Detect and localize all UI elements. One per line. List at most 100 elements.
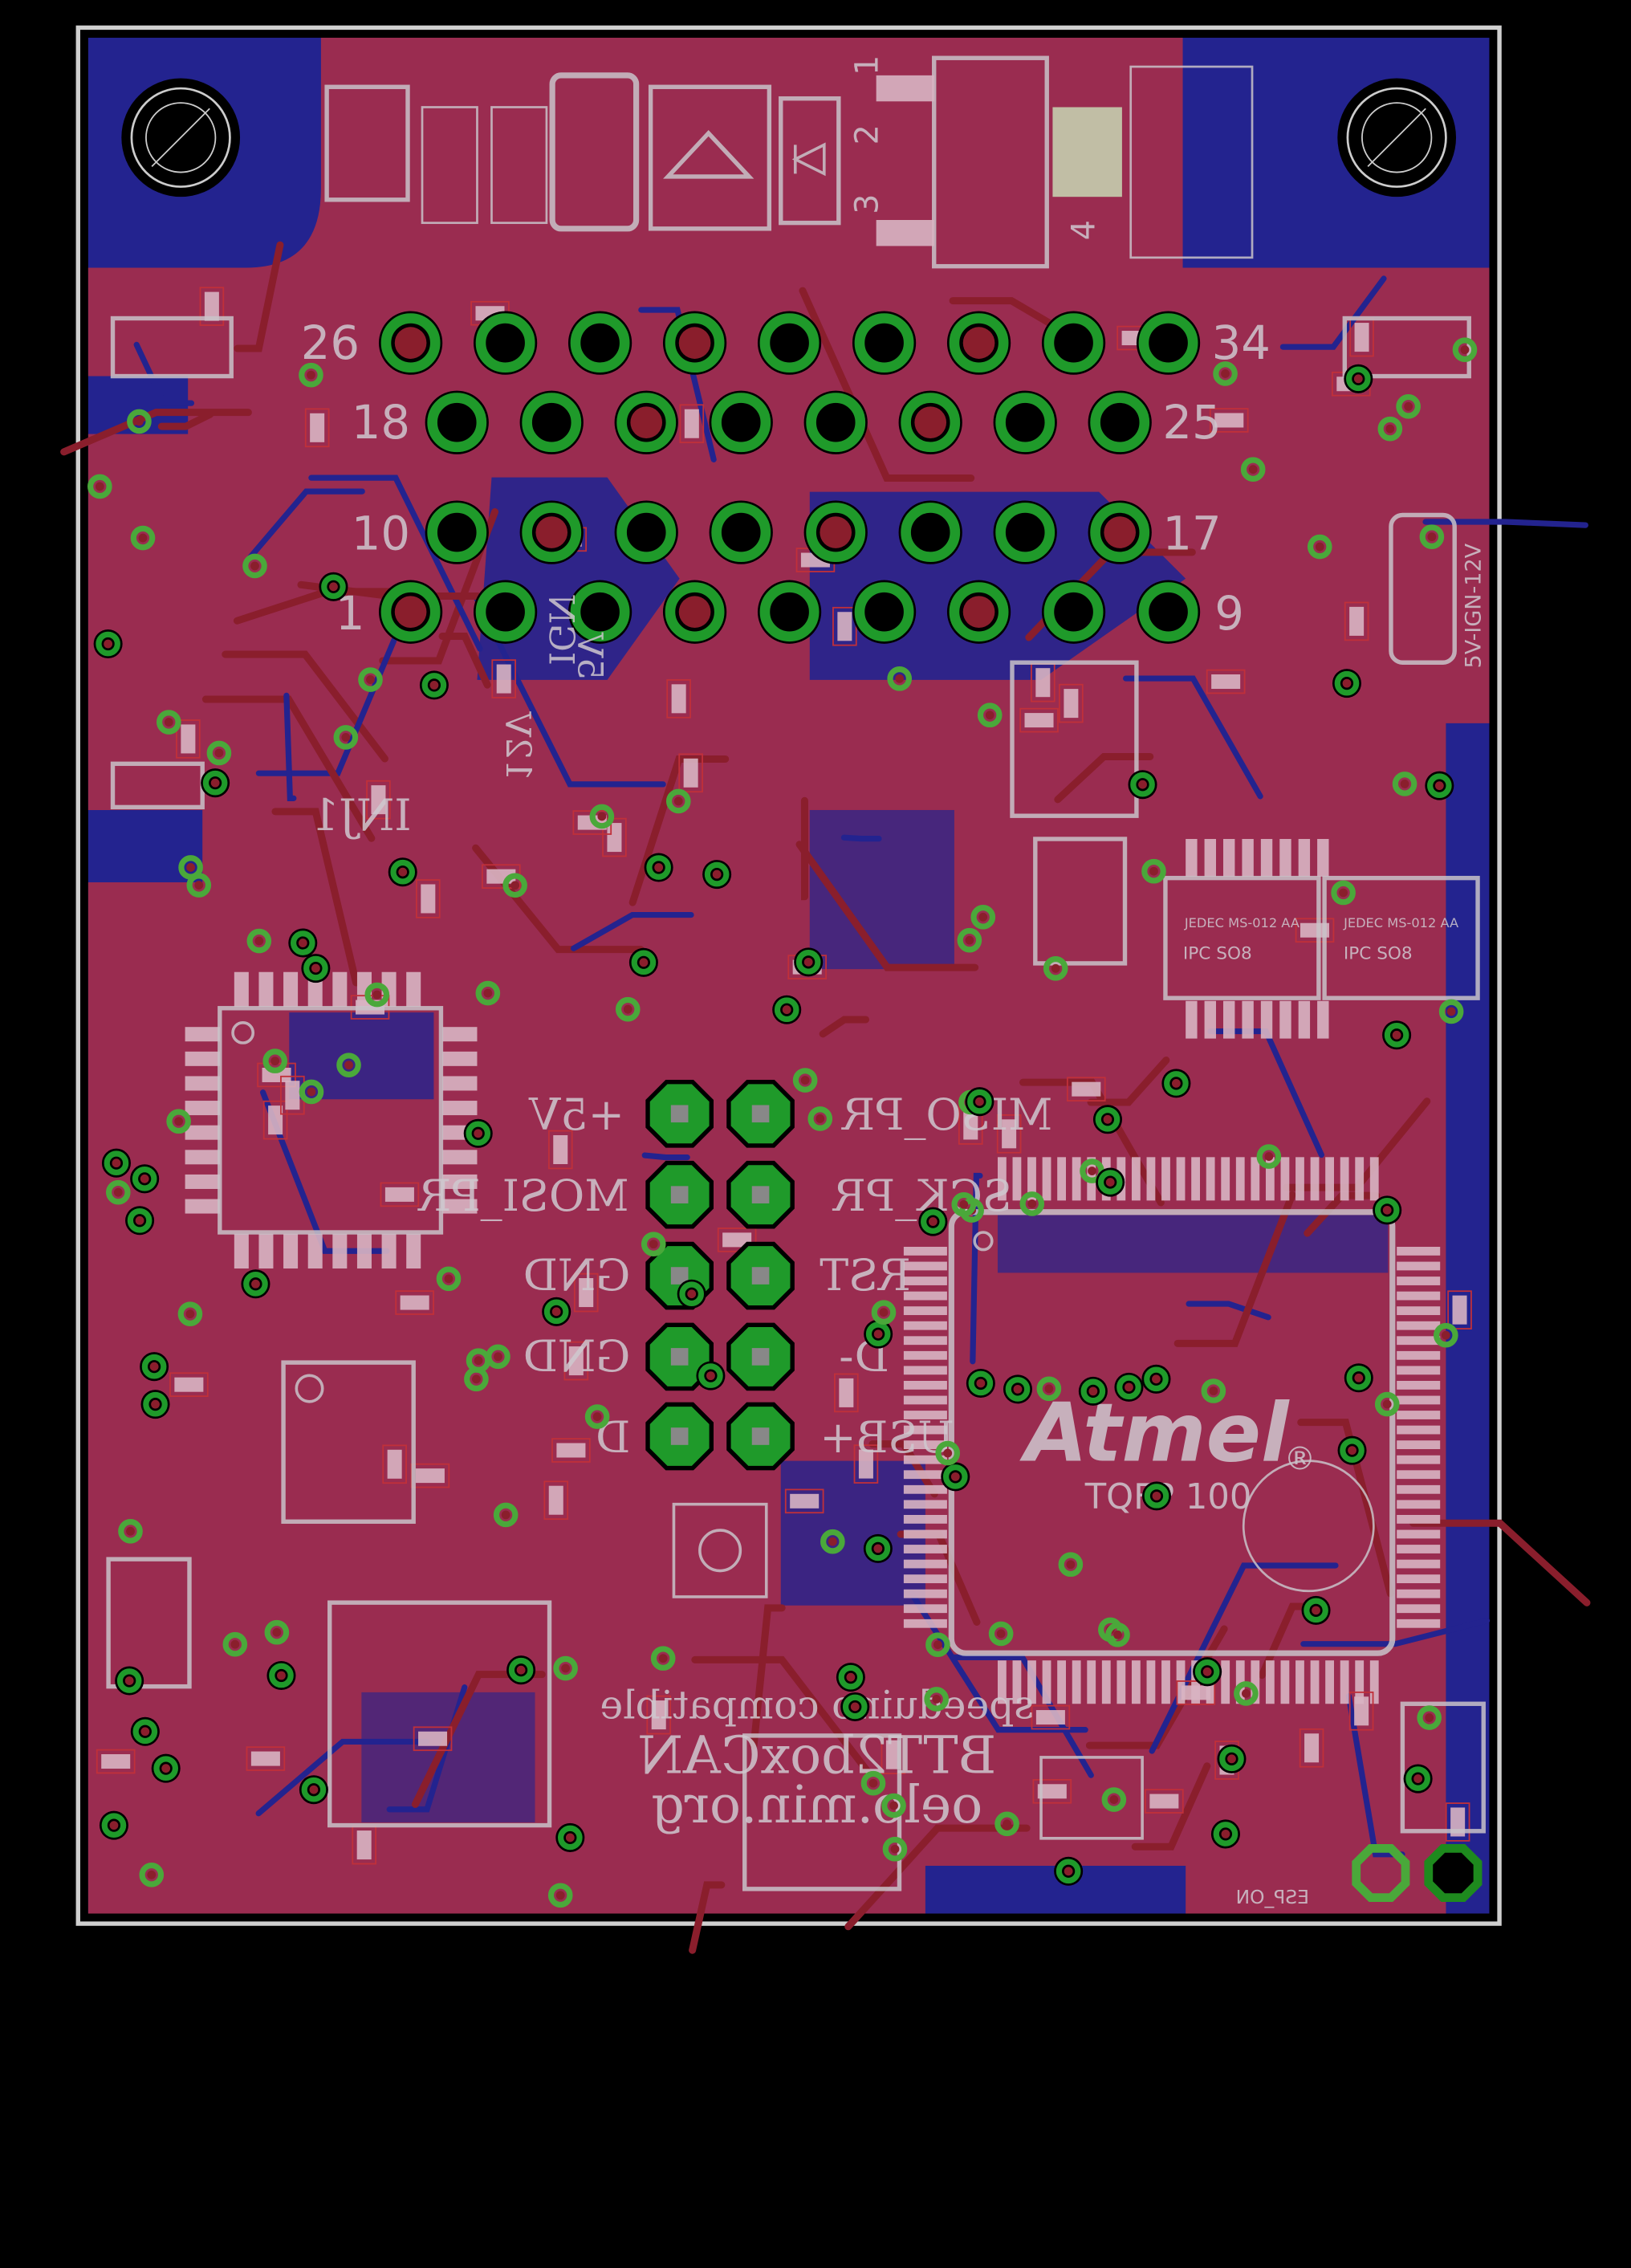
- via: [269, 1663, 294, 1688]
- via: [698, 1363, 723, 1388]
- connector-pin[interactable]: [757, 580, 822, 644]
- mcu-pin-pad: [1355, 1660, 1365, 1704]
- connector-labels: 26 34 18 25 10 17 1 9: [301, 316, 1271, 641]
- component-outline: [262, 1100, 288, 1140]
- component-outline: [543, 1480, 569, 1521]
- esp-on-label: ESP_ON: [1236, 1886, 1309, 1908]
- mcu-pin-pad: [1397, 1425, 1441, 1435]
- mcu-pin-pad: [903, 1440, 947, 1450]
- connector-pin[interactable]: [898, 390, 962, 454]
- connector-pin[interactable]: [946, 311, 1011, 375]
- mcu-pin-pad: [1397, 1529, 1441, 1539]
- connector-pin[interactable]: [1041, 311, 1106, 375]
- connector-pin[interactable]: [378, 580, 443, 644]
- component-outline: [410, 1463, 450, 1488]
- component-outline: [1145, 1789, 1184, 1814]
- via: [141, 1354, 167, 1379]
- via: [139, 1862, 165, 1887]
- connector-pin[interactable]: [852, 580, 917, 644]
- connector-pin[interactable]: [567, 580, 632, 644]
- via: [1101, 1787, 1127, 1812]
- via-drill: [135, 1215, 144, 1225]
- header-pin[interactable]: [645, 1322, 714, 1391]
- via: [1055, 1859, 1081, 1884]
- connector-pin[interactable]: [1041, 580, 1106, 644]
- via: [631, 950, 657, 975]
- isp-gnd-label: GND: [523, 1250, 631, 1301]
- header-pin[interactable]: [645, 1079, 714, 1148]
- header-pin[interactable]: [645, 1160, 714, 1229]
- connector-pin[interactable]: [1136, 580, 1201, 644]
- via-drill: [161, 1764, 171, 1773]
- mcu-pin-pad: [1397, 1381, 1441, 1390]
- pin-hole: [962, 327, 995, 359]
- mcu-pin-pad: [1397, 1440, 1441, 1450]
- connector-pin[interactable]: [852, 311, 917, 375]
- connector-pin[interactable]: [425, 500, 489, 564]
- connector-pin[interactable]: [519, 500, 584, 564]
- copper-trace: [840, 834, 882, 842]
- via-drill: [889, 1801, 898, 1810]
- via-drill: [510, 881, 520, 890]
- connector-pin[interactable]: [473, 311, 538, 375]
- via: [1434, 1322, 1458, 1348]
- component-outline: [784, 1488, 824, 1514]
- connector-pin[interactable]: [993, 500, 1057, 564]
- component-outline: [1066, 1077, 1106, 1101]
- header-pin[interactable]: [726, 1402, 795, 1471]
- via-drill: [649, 1240, 658, 1249]
- mcu-pin-pad: [903, 1306, 947, 1316]
- connector-pin[interactable]: [662, 580, 727, 644]
- mcu-pin-pad: [1191, 1157, 1200, 1201]
- connector-pin[interactable]: [614, 500, 678, 564]
- pin-ring: [522, 503, 582, 563]
- via-drill: [623, 1004, 632, 1014]
- connector-pin[interactable]: [1136, 311, 1201, 375]
- component-outline: [551, 1438, 591, 1463]
- header-pin[interactable]: [726, 1241, 795, 1310]
- connector-pin[interactable]: [709, 390, 773, 454]
- via: [970, 905, 996, 930]
- header-pin[interactable]: [726, 1079, 795, 1148]
- via-drill: [112, 1158, 121, 1168]
- connector-pin[interactable]: [662, 311, 727, 375]
- connector-pin[interactable]: [614, 390, 678, 454]
- connector-pin[interactable]: [803, 390, 868, 454]
- via: [860, 1770, 886, 1796]
- connector-pin[interactable]: [898, 500, 962, 564]
- connector-pin[interactable]: [1088, 500, 1152, 564]
- isp-usb-header[interactable]: [645, 1079, 795, 1471]
- connector-pin[interactable]: [946, 580, 1011, 644]
- smd-component-pad: [607, 823, 622, 853]
- via: [543, 1299, 569, 1325]
- connector-pin[interactable]: [993, 390, 1057, 454]
- via: [842, 1694, 868, 1720]
- header-pin[interactable]: [645, 1402, 714, 1471]
- pin-hole: [751, 1348, 770, 1366]
- connector-pin[interactable]: [519, 390, 584, 454]
- connector-pin[interactable]: [709, 500, 773, 564]
- so8-pin-pad: [1204, 839, 1216, 877]
- connector-pin[interactable]: [757, 311, 822, 375]
- connector-pin[interactable]: [473, 580, 538, 644]
- smd-component-pad: [421, 884, 436, 914]
- connector-pin[interactable]: [567, 311, 632, 375]
- connector-pin[interactable]: [803, 500, 868, 564]
- test-point-pads[interactable]: [1352, 1843, 1483, 1903]
- header-pin[interactable]: [726, 1160, 795, 1229]
- connector-pin[interactable]: [378, 311, 443, 375]
- mounting-hole-right-icon: [1337, 78, 1457, 197]
- mounting-hole-left-icon: [121, 78, 241, 197]
- connector-pin[interactable]: [425, 390, 489, 454]
- qfp-pin-pad: [442, 1199, 478, 1214]
- so8-pin-pad: [1279, 839, 1291, 877]
- main-connector-34pin[interactable]: [378, 311, 1201, 644]
- via: [1374, 1198, 1400, 1223]
- connector-pin[interactable]: [1088, 390, 1152, 454]
- mcu-pin-pad: [903, 1350, 947, 1360]
- qfp-pin-pad: [406, 971, 421, 1007]
- via-drill: [803, 957, 813, 967]
- via-drill: [186, 863, 195, 872]
- header-pin[interactable]: [726, 1322, 795, 1391]
